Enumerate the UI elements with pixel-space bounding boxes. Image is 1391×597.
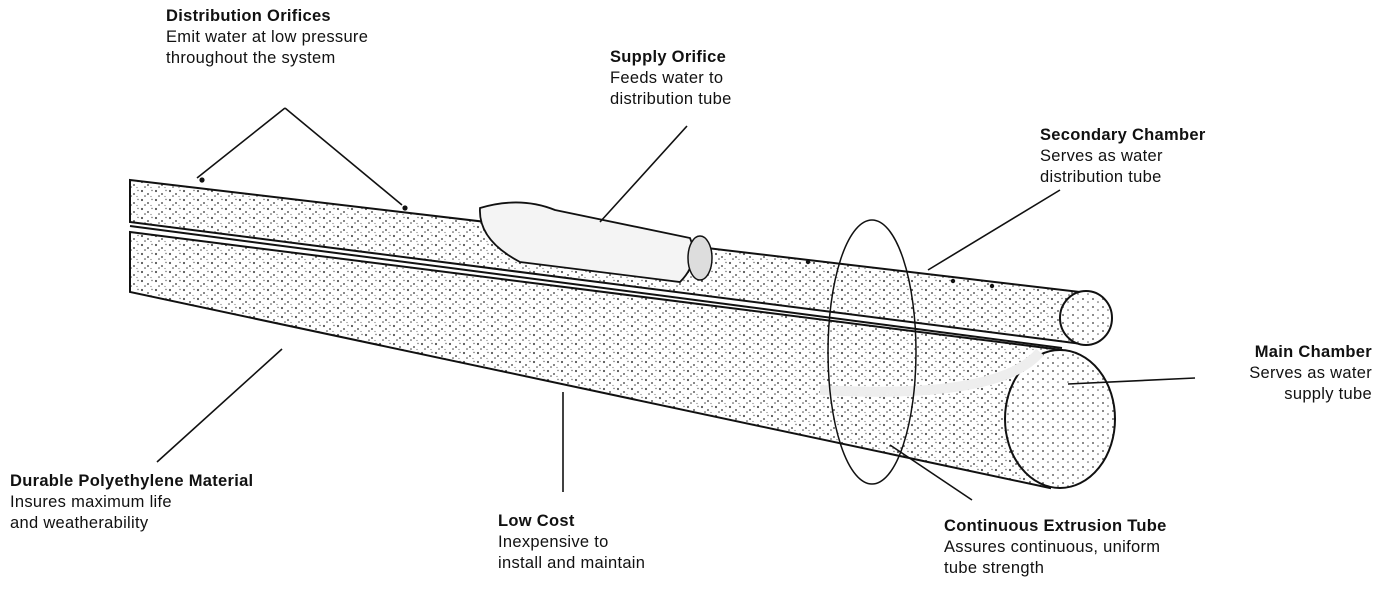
low-cost-title: Low Cost [498, 511, 645, 532]
distribution-orifices-line-2: throughout the system [166, 48, 368, 69]
main-chamber-line-1: Serves as water [1200, 363, 1372, 384]
durable-material-line-1: Insures maximum life [10, 492, 253, 513]
label-secondary-chamber: Secondary Chamber Serves as water distri… [1040, 125, 1206, 188]
label-main-chamber: Main Chamber Serves as water supply tube [1200, 342, 1372, 405]
secondary-chamber-title: Secondary Chamber [1040, 125, 1206, 146]
secondary-chamber-line-2: distribution tube [1040, 167, 1206, 188]
supply-orifice-line-2: distribution tube [610, 89, 732, 110]
continuous-extrusion-title: Continuous Extrusion Tube [944, 516, 1167, 537]
distribution-orifices-title: Distribution Orifices [166, 6, 368, 27]
label-durable-material: Durable Polyethylene Material Insures ma… [10, 471, 253, 534]
low-cost-line-1: Inexpensive to [498, 532, 645, 553]
continuous-extrusion-line-2: tube strength [944, 558, 1167, 579]
label-continuous-extrusion: Continuous Extrusion Tube Assures contin… [944, 516, 1167, 579]
durable-material-line-2: and weatherability [10, 513, 253, 534]
secondary-chamber-line-1: Serves as water [1040, 146, 1206, 167]
low-cost-line-2: install and maintain [498, 553, 645, 574]
label-supply-orifice: Supply Orifice Feeds water to distributi… [610, 47, 732, 110]
distribution-orifices-line-1: Emit water at low pressure [166, 27, 368, 48]
continuous-extrusion-line-1: Assures continuous, uniform [944, 537, 1167, 558]
main-chamber-line-2: supply tube [1200, 384, 1372, 405]
durable-material-title: Durable Polyethylene Material [10, 471, 253, 492]
supply-orifice-title: Supply Orifice [610, 47, 732, 68]
main-chamber-title: Main Chamber [1200, 342, 1372, 363]
supply-orifice-line-1: Feeds water to [610, 68, 732, 89]
label-distribution-orifices: Distribution Orifices Emit water at low … [166, 6, 368, 69]
label-low-cost: Low Cost Inexpensive to install and main… [498, 511, 645, 574]
